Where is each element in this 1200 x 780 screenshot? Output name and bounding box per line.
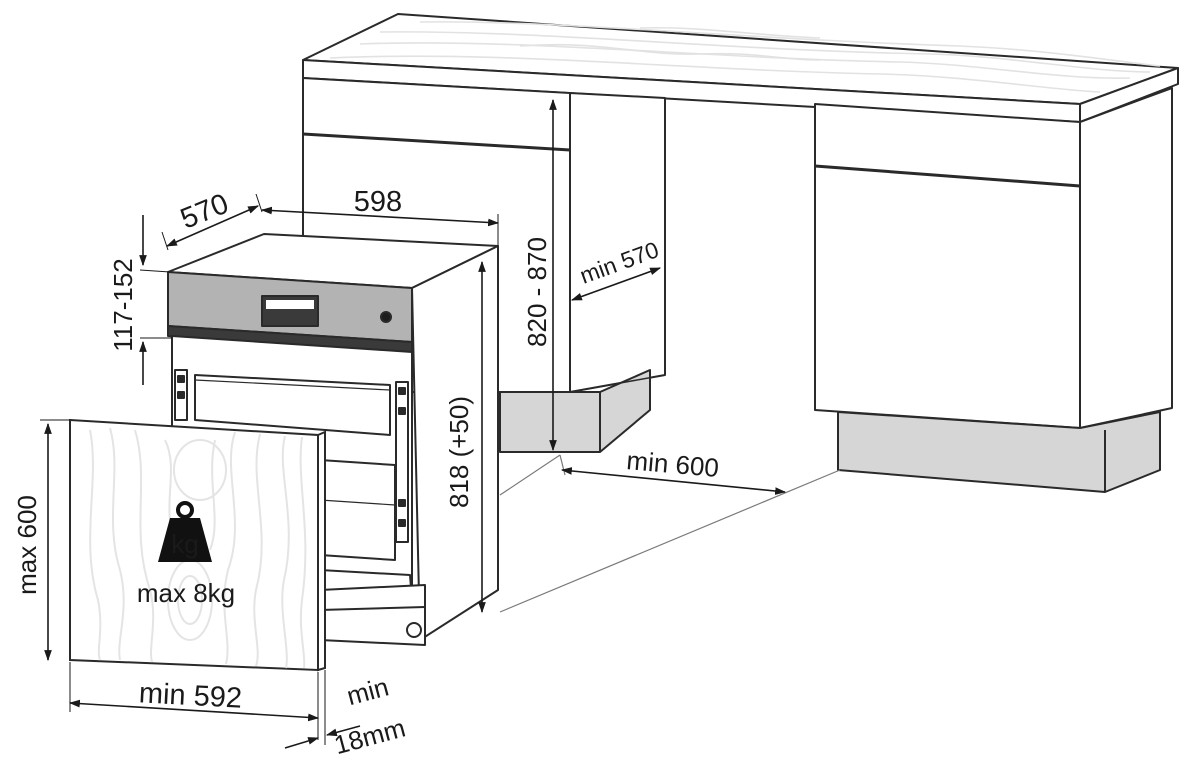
power-button (380, 311, 392, 323)
worktop-side (1079, 67, 1179, 123)
door-edge (317, 430, 326, 672)
weight-icon-label: kg (171, 529, 198, 559)
weight-kg-icon: kg (158, 501, 212, 562)
appliance-height-label: 818 (+50) (444, 396, 474, 508)
upper-rack (194, 374, 391, 436)
furniture-door: kg max 8kg (69, 418, 326, 672)
dishwasher-side (411, 245, 499, 641)
panel-gap-label: 117-152 (108, 258, 138, 352)
right-hinge (395, 381, 409, 543)
niche-height-label: 820 - 870 (522, 237, 552, 347)
door-thickness-label-2: 18mm (331, 712, 409, 760)
max-weight-label: max 8kg (137, 578, 235, 608)
right-cabinet-front (814, 103, 1081, 429)
width-label: 598 (354, 186, 402, 218)
right-cabinet-side (1079, 87, 1173, 429)
worktop-grain (329, 21, 1161, 93)
dimension-lines (40, 98, 787, 749)
lower-rack (319, 459, 396, 561)
door-width-label: min 592 (138, 677, 243, 714)
door-height-label: max 600 (12, 495, 42, 595)
right-plinth (837, 411, 1161, 493)
foot-adjuster (406, 622, 422, 638)
door-thickness-label-1: min (344, 671, 392, 711)
door-grain (89, 427, 307, 669)
depth-label: 570 (176, 188, 233, 236)
